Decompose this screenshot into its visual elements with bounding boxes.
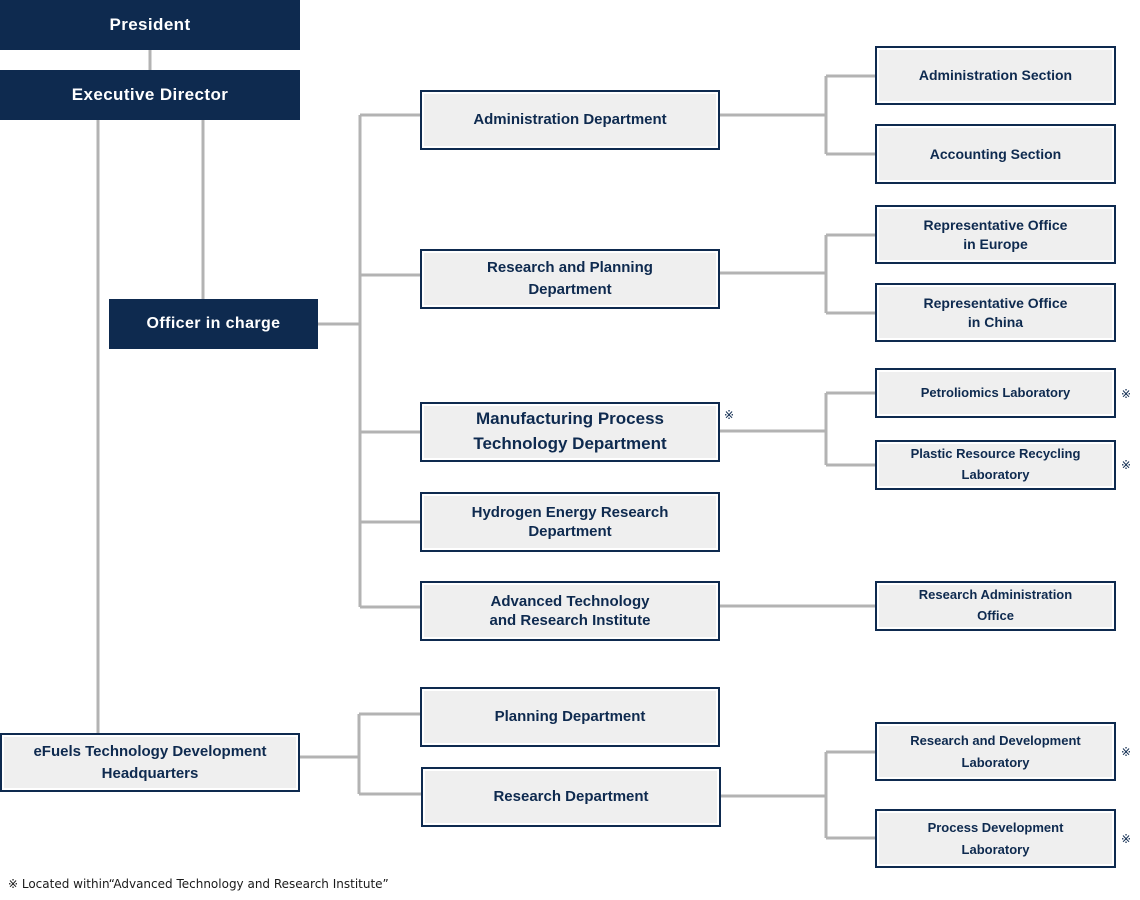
rep-office-china-label: Representative Office in China [923, 294, 1068, 330]
rd-lab-label: Research and Development Laboratory [910, 733, 1081, 770]
administration-section-box: Administration Section [875, 46, 1116, 105]
officer-in-charge-box: Officer in charge [109, 299, 318, 349]
process-lab-label: Process Development Laboratory [927, 820, 1064, 857]
petroliomics-lab-box: Petroliomics Laboratory [875, 368, 1116, 418]
rd-lab-box: Research and Development Laboratory [875, 722, 1116, 781]
planning-department-box: Planning Department [420, 687, 720, 747]
efuels-hq-label: eFuels Technology Development Headquarte… [33, 742, 267, 782]
process-lab-box: Process Development Laboratory [875, 809, 1116, 868]
planning-department-label: Planning Department [494, 708, 646, 726]
advanced-institute-label: Advanced Technology and Research Institu… [489, 592, 651, 630]
hydrogen-department-box: Hydrogen Energy Research Department [420, 492, 720, 552]
advanced-institute-box: Advanced Technology and Research Institu… [420, 581, 720, 641]
accounting-section-label: Accounting Section [929, 145, 1062, 162]
plastic-recycling-lab-box: Plastic Resource Recycling Laboratory [875, 440, 1116, 490]
rep-office-europe-label: Representative Office in Europe [923, 216, 1068, 252]
rep-office-china-box: Representative Office in China [875, 283, 1116, 342]
research-admin-office-box: Research Administration Office [875, 581, 1116, 631]
hydrogen-department-label: Hydrogen Energy Research Department [471, 503, 669, 541]
executive-director-box: Executive Director [0, 70, 300, 120]
administration-section-label: Administration Section [918, 67, 1073, 84]
process-lab-marker: ※ [1121, 832, 1132, 846]
manufacturing-department-label: Manufacturing Process Technology Departm… [473, 409, 667, 453]
accounting-section-box: Accounting Section [875, 124, 1116, 184]
executive-director-label: Executive Director [71, 84, 229, 104]
research-planning-department-label: Research and Planning Department [487, 259, 653, 298]
administration-department-box: Administration Department [420, 90, 720, 150]
rd-lab-marker: ※ [1121, 745, 1132, 759]
petroliomics-marker: ※ [1121, 387, 1132, 401]
footnote: ※ Located within“Advanced Technology and… [8, 877, 389, 891]
efuels-hq-box: eFuels Technology Development Headquarte… [0, 733, 300, 792]
research-department-label: Research Department [493, 788, 649, 806]
rep-office-europe-box: Representative Office in Europe [875, 205, 1116, 264]
administration-department-label: Administration Department [473, 111, 667, 129]
manufacturing-marker: ※ [724, 408, 735, 422]
plastic-marker: ※ [1121, 458, 1132, 472]
petroliomics-lab-label: Petroliomics Laboratory [920, 384, 1071, 400]
president-box: President [0, 0, 300, 50]
research-planning-department-box: Research and Planning Department [420, 249, 720, 309]
manufacturing-department-box: Manufacturing Process Technology Departm… [420, 402, 720, 462]
research-admin-office-label: Research Administration Office [918, 587, 1073, 623]
research-department-box: Research Department [421, 767, 721, 827]
officer-in-charge-label: Officer in charge [146, 315, 281, 333]
president-label: President [109, 14, 191, 34]
plastic-recycling-lab-label: Plastic Resource Recycling Laboratory [910, 446, 1081, 482]
